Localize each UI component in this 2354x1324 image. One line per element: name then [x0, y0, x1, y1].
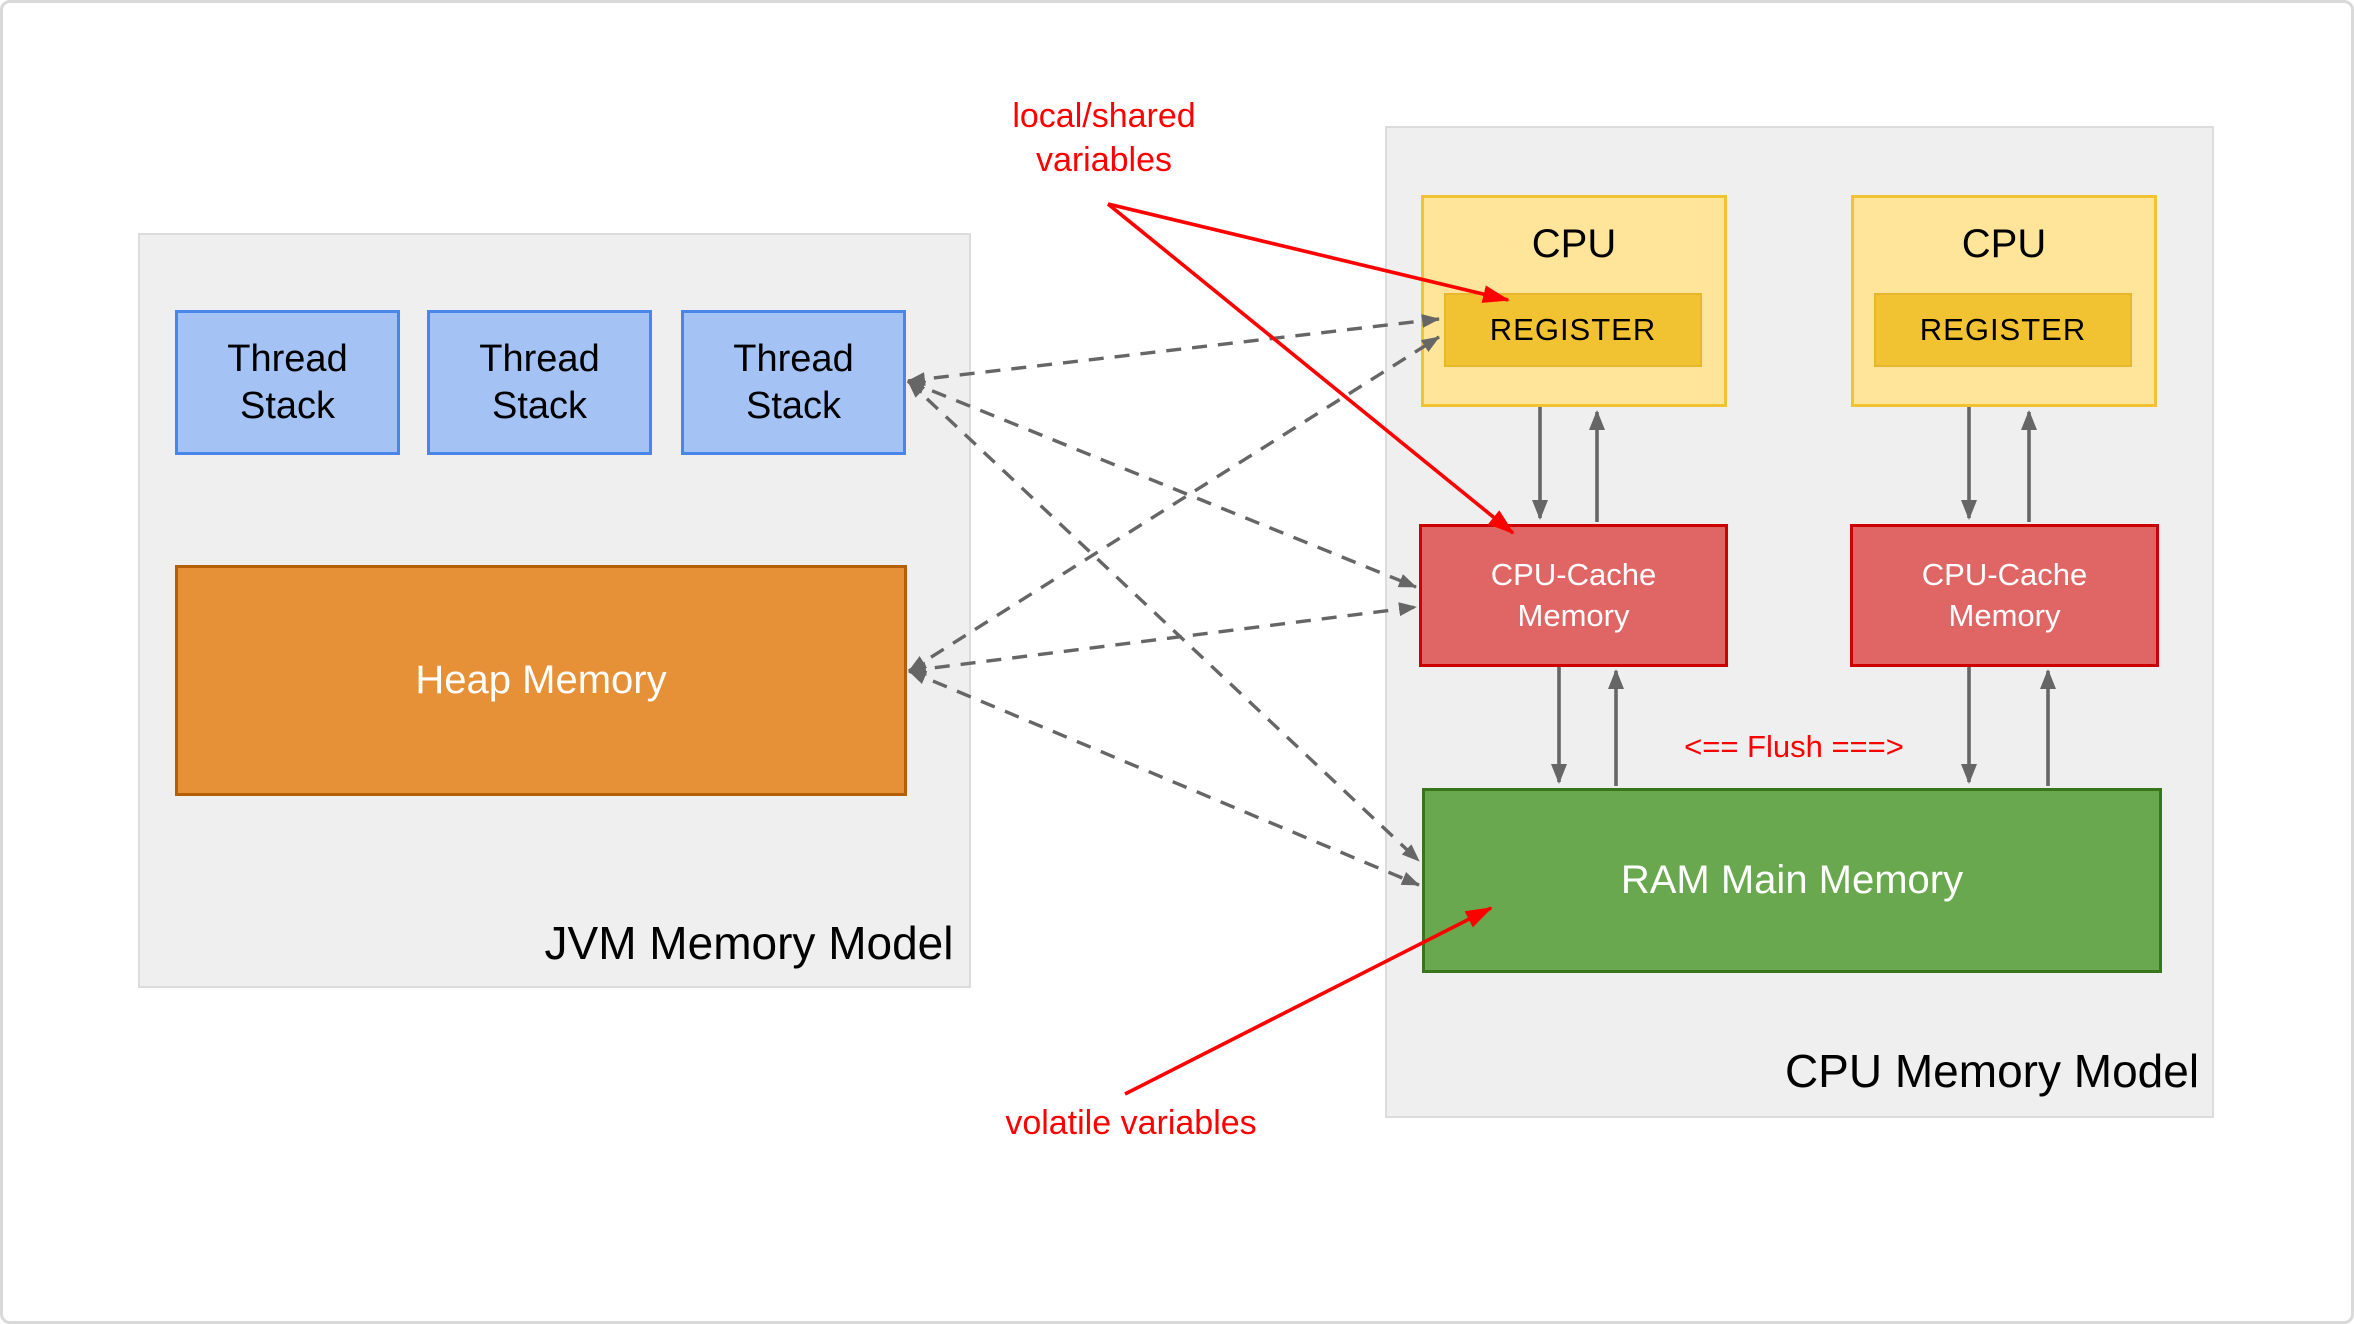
register-box-1: REGISTER — [1444, 293, 1702, 367]
register-label: REGISTER — [1489, 312, 1657, 347]
cpu-cache-label: CPU-Cache Memory — [1921, 557, 2088, 633]
thread-stack-box-2: Thread Stack — [427, 310, 652, 455]
thread-stack-label: Thread Stack — [479, 338, 600, 427]
arrow-heap-register — [908, 335, 1440, 673]
dashed-arrows-thread-stack — [906, 314, 1440, 863]
dashed-arrows-heap — [908, 335, 1440, 887]
thread-stack-box-3: Thread Stack — [681, 310, 906, 455]
heap-memory-label: Heap Memory — [415, 658, 667, 702]
cpu-cache-box-1: CPU-Cache Memory — [1419, 524, 1728, 667]
flush-annotation: <== Flush ===> — [1684, 729, 1904, 764]
cpu-cache-label: CPU-Cache Memory — [1490, 557, 1657, 633]
local-shared-variables-annotation: local/shared variables — [1012, 97, 1196, 179]
arrow-heap-ram — [908, 669, 1420, 887]
arrow-threadstack-register — [907, 314, 1440, 386]
cpu-box-1: CPU REGISTER — [1421, 195, 1727, 407]
thread-stack-label: Thread Stack — [733, 338, 854, 427]
thread-stack-box-1: Thread Stack — [175, 310, 400, 455]
register-box-2: REGISTER — [1874, 293, 2132, 367]
volatile-variables-annotation: volatile variables — [1005, 1104, 1257, 1142]
ram-main-memory-label: RAM Main Memory — [1620, 858, 1964, 902]
jvm-panel-title: JVM Memory Model — [544, 917, 954, 969]
heap-memory-box: Heap Memory — [175, 565, 907, 796]
register-label: REGISTER — [1919, 312, 2087, 347]
thread-stack-label: Thread Stack — [227, 338, 348, 427]
arrow-heap-cache — [908, 602, 1417, 676]
cpu-label: CPU — [1961, 222, 2047, 266]
cpu-cache-box-2: CPU-Cache Memory — [1850, 524, 2159, 667]
cpu-label: CPU — [1531, 222, 1617, 266]
arrow-threadstack-ram — [906, 379, 1421, 863]
cpu-panel-title: CPU Memory Model — [1784, 1045, 2200, 1097]
arrow-threadstack-cache — [907, 379, 1417, 589]
ram-main-memory-box: RAM Main Memory — [1422, 788, 2162, 973]
cpu-box-2: CPU REGISTER — [1851, 195, 2157, 407]
